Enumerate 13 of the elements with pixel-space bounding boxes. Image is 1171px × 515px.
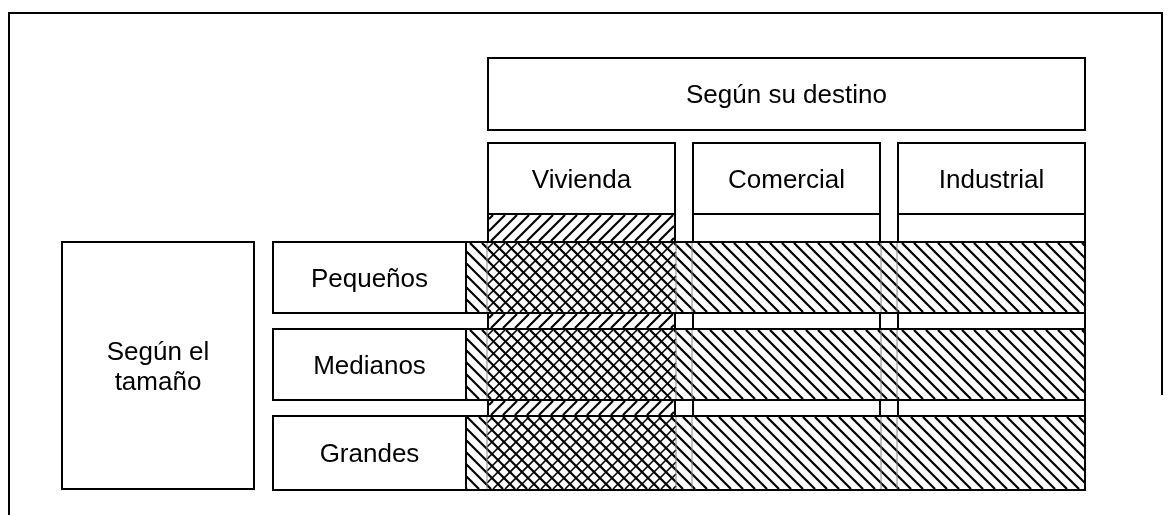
- row-band: [272, 328, 1086, 401]
- row-band: [272, 415, 1086, 491]
- column-header-box: [897, 142, 1086, 215]
- column-heading: Comercial: [728, 163, 845, 194]
- box-label: Según el tamaño: [105, 335, 211, 396]
- column-header-box: [692, 142, 881, 215]
- box-label: Según su destino: [685, 79, 888, 109]
- column-heading: Vivienda: [531, 163, 632, 194]
- category-box: [61, 241, 255, 490]
- column-header-box: [487, 142, 676, 215]
- row-band: [272, 241, 1086, 314]
- category-box: [487, 57, 1086, 131]
- column-heading: Industrial: [938, 163, 1045, 194]
